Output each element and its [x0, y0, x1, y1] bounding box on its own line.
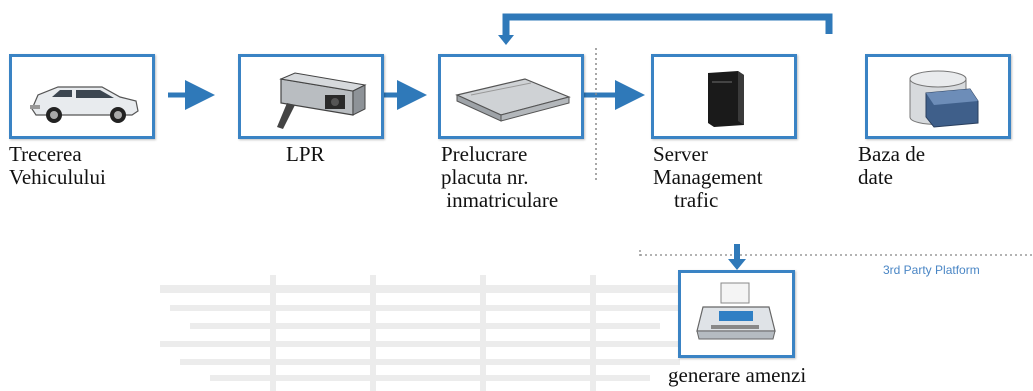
database-node: [865, 54, 1011, 139]
processing-unit-icon: [455, 78, 571, 122]
down-arrow: [728, 244, 746, 270]
printer-icon: [696, 282, 776, 340]
car-icon: [30, 86, 139, 123]
background-watermark: [160, 275, 700, 391]
vehicle-node: [9, 54, 155, 139]
server-icon: [708, 71, 744, 127]
lpr-node: [238, 54, 384, 139]
feedback-arrow: [498, 13, 833, 45]
database-label: Baza de date: [858, 142, 926, 189]
server-label: Server Management trafic: [653, 142, 763, 212]
fines-label: generare amenzi: [668, 363, 807, 387]
fines-node: [678, 270, 795, 358]
platform-label: 3rd Party Platform: [883, 263, 980, 277]
database-icon: [909, 70, 979, 128]
server-node: [651, 54, 797, 139]
vehicle-label: Trecerea Vehiculului: [9, 142, 106, 189]
processing-label: Prelucrare placuta nr. inmatriculare: [441, 142, 559, 212]
processing-node: [438, 54, 584, 139]
camera-icon: [277, 72, 367, 129]
lpr-label: LPR: [286, 142, 325, 166]
